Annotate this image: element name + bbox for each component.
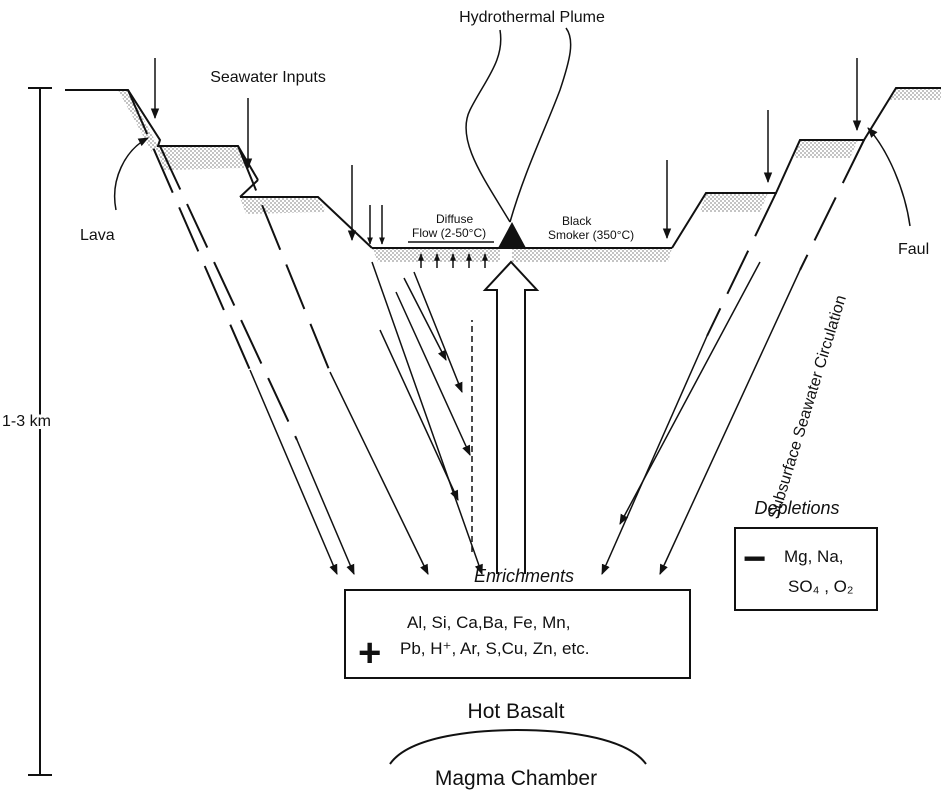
black-smoker-chimney xyxy=(498,222,526,248)
diffuse-label-2: Flow (2-50°C) xyxy=(412,226,486,240)
deplete-line-1: Mg, Na, xyxy=(784,547,844,566)
diffuse-label-1: Diffuse xyxy=(436,212,473,226)
subsurface-label: Subsurface Seawater Circulation xyxy=(766,293,850,521)
smoker-label-1: Black xyxy=(562,214,592,228)
depth-scale-bar xyxy=(28,88,52,775)
deplete-minus-symbol: − xyxy=(743,537,766,581)
plume-label: Hydrothermal Plume xyxy=(459,9,605,26)
hot-basalt-label: Hot Basalt xyxy=(468,700,565,723)
fault-pointer xyxy=(868,128,910,226)
enrich-plus-symbol: + xyxy=(358,631,381,675)
enrich-line-2: Pb, H⁺, Ar, S,Cu, Zn, etc. xyxy=(400,639,589,658)
lava-label: Lava xyxy=(80,227,115,244)
enrich-line-1: Al, Si, Ca,Ba, Fe, Mn, xyxy=(407,613,570,632)
depletions-title: Depletions xyxy=(754,498,839,518)
enrichments-title: Enrichments xyxy=(474,566,574,586)
enrichments-box xyxy=(345,590,690,678)
upflow-arrow xyxy=(485,262,537,574)
seawater-inputs-label: Seawater Inputs xyxy=(210,69,326,86)
fault-label: Faul xyxy=(898,241,929,258)
smoker-label-2: Smoker (350°C) xyxy=(548,228,634,242)
magma-chamber-arc xyxy=(390,730,646,764)
depth-label: 1-3 km xyxy=(2,413,51,430)
deplete-line-2: SO₄ , O₂ xyxy=(788,577,854,596)
lava-pointer xyxy=(115,138,148,210)
hydrothermal-plume xyxy=(466,28,571,248)
magma-chamber-label: Magma Chamber xyxy=(435,767,597,790)
